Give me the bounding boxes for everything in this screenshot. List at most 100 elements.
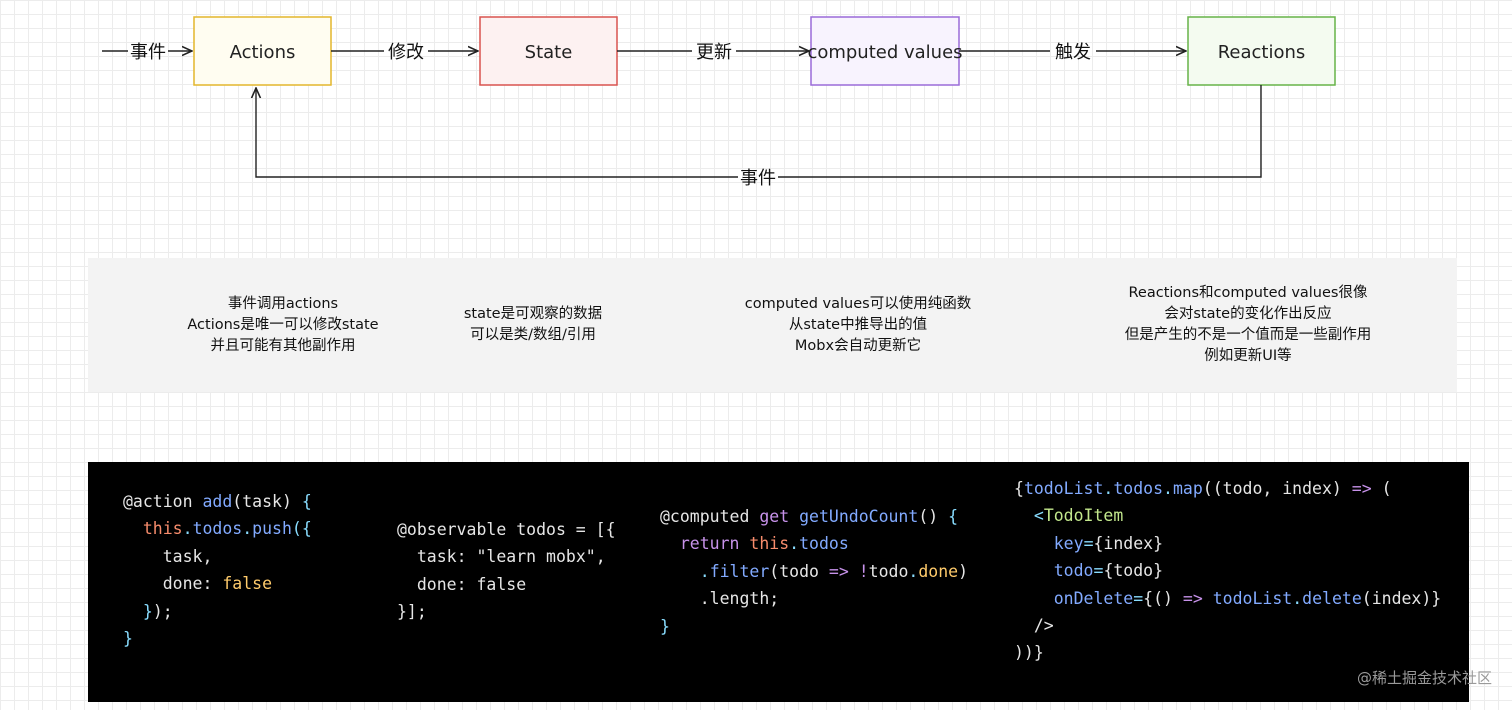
code-line: {todoList.todos.map((todo, index) => ( — [1014, 475, 1441, 502]
code-line: todo={todo} — [1014, 557, 1441, 584]
code-token: {() — [1143, 588, 1183, 608]
edge-feedback-label: 事件 — [740, 168, 776, 189]
code-token: delete — [1302, 588, 1362, 608]
code-token — [849, 562, 859, 581]
code-token: key — [1053, 533, 1084, 553]
code-token — [193, 492, 203, 511]
code-line: }]; — [397, 598, 616, 625]
code-token — [789, 507, 799, 526]
code-line: key={index} — [1014, 530, 1441, 557]
code-token: todos — [1113, 479, 1164, 498]
code-token: {index} — [1093, 533, 1164, 553]
code-block-computed: @computed get getUndoCount() { return th… — [660, 503, 968, 640]
code-token: ); — [152, 601, 173, 621]
code-token: } — [142, 601, 153, 621]
code-token — [660, 562, 700, 581]
note-state: state是可观察的数据 可以是类/数组/引用 — [418, 258, 648, 392]
code-token: = — [1133, 588, 1144, 608]
code-token — [123, 602, 143, 621]
code-line: return this.todos — [660, 530, 968, 557]
edge-state-to-computed: 更新 — [617, 42, 809, 63]
code-token: (todo — [769, 561, 829, 581]
node-reactions: Reactions — [1187, 16, 1336, 86]
code-token: @computed — [660, 507, 750, 526]
code-token: onDelete — [1053, 588, 1134, 608]
code-token: todo — [1053, 561, 1094, 581]
code-line: this.todos.push({ — [123, 515, 312, 542]
code-token: map — [1172, 479, 1203, 498]
edge-computed-to-reactions: 触发 — [959, 42, 1186, 63]
note-line: 但是产生的不是一个值而是一些副作用 — [1124, 327, 1372, 343]
code-token: todoList — [1023, 479, 1104, 498]
node-computed-label: computed values — [807, 42, 962, 63]
code-token: => — [1182, 588, 1203, 608]
code-token: ({ — [291, 519, 312, 539]
code-token: push — [252, 519, 292, 539]
code-line: <TodoItem — [1014, 502, 1441, 529]
note-reactions: Reactions和computed values很像 会对state的变化作出… — [1078, 258, 1418, 392]
code-token: ( — [1371, 479, 1392, 498]
code-line: task, — [123, 543, 312, 570]
code-token: ((todo, index) — [1202, 479, 1352, 498]
code-line: /> — [1014, 612, 1441, 639]
flow-diagram: Actions State computed values Reactions … — [102, 16, 1336, 189]
code-token: (task) — [232, 492, 302, 511]
code-line: @observable todos = [{ — [397, 516, 616, 543]
code-token: < — [1033, 506, 1044, 526]
code-token: }]; — [397, 602, 427, 622]
code-token: todos — [799, 534, 849, 554]
code-token: , — [595, 547, 606, 567]
code-line: @computed get getUndoCount() { — [660, 503, 968, 530]
node-state: State — [479, 16, 618, 86]
node-reactions-box — [1187, 16, 1336, 86]
code-token: "learn mobx" — [476, 547, 596, 567]
code-token: (index)} — [1361, 588, 1442, 608]
edge-actions-to-state: 修改 — [331, 42, 478, 63]
code-token: . — [182, 519, 193, 539]
code-token: /> — [1014, 616, 1054, 636]
code-token: ))} — [1014, 643, 1044, 663]
code-line: onDelete={() => todoList.delete(index)} — [1014, 585, 1442, 612]
edge-event-to-actions: 事件 — [102, 42, 192, 63]
notes-panel: 事件调用actions Actions是唯一可以修改state 并且可能有其他副… — [88, 258, 1457, 392]
code-token: { — [1014, 479, 1024, 498]
code-token: . — [789, 534, 800, 554]
watermark: @稀土掘金技术社区 — [1356, 669, 1492, 687]
code-token: done — [918, 561, 959, 581]
code-token: ) — [958, 561, 969, 581]
note-line: 可以是类/数组/引用 — [470, 327, 596, 343]
code-token: . — [242, 519, 253, 539]
note-line: Reactions和computed values很像 — [1128, 285, 1368, 301]
code-block-observable: @observable todos = [{ task: "learn mobx… — [397, 516, 616, 626]
code-token: => — [828, 561, 849, 581]
code-line: .filter(todo => !todo.done) — [660, 558, 968, 585]
code-token — [739, 534, 749, 553]
code-token: } — [660, 616, 670, 636]
code-line: done: false — [123, 570, 312, 597]
code-line: } — [123, 625, 312, 652]
code-token: todos — [192, 519, 243, 539]
code-token: () — [918, 507, 949, 526]
code-token: todoList — [1212, 588, 1293, 608]
node-computed: computed values — [807, 16, 963, 86]
code-token: . — [908, 561, 919, 581]
node-state-box — [479, 16, 618, 86]
edge-event-label: 事件 — [130, 42, 166, 63]
code-token: { — [948, 507, 959, 526]
code-token: {todo} — [1103, 561, 1164, 581]
code-token — [749, 507, 759, 526]
note-line: Mobx会自动更新它 — [794, 337, 922, 354]
code-token: filter — [709, 561, 770, 581]
code-line: }); — [123, 598, 312, 625]
note-line: 例如更新UI等 — [1204, 348, 1292, 364]
code-token: } — [123, 629, 133, 649]
code-token: .length; — [660, 589, 780, 609]
edge-reactions-to-actions: 事件 — [256, 85, 1262, 189]
note-line: computed values可以使用纯函数 — [744, 295, 972, 312]
node-computed-box — [810, 16, 960, 86]
edge-update-label: 更新 — [696, 42, 732, 63]
note-line: state是可观察的数据 — [463, 306, 603, 322]
code-block-reaction: {todoList.todos.map((todo, index) => ( <… — [1014, 475, 1441, 667]
code-token — [1203, 589, 1213, 608]
node-state-label: State — [525, 42, 573, 63]
